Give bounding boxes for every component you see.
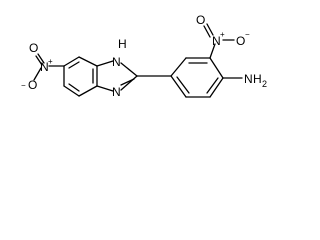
bond-nitro-right-to-ring [209,43,216,59]
bond-nitro-right-o-top-double [206,23,214,36]
charge-minus-left: − [21,81,26,90]
bond-bz-2 [78,56,98,67]
bond-bz-5 [63,85,80,97]
bond-im-3-inner [120,78,135,86]
atom-o-left-minus: O [28,78,37,92]
bond-rb-4-inner [206,77,219,94]
atom-n-imidazole-nh: N [112,55,121,69]
bond-nitro-left-o-top [37,53,45,64]
atom-n-amine: N [244,72,253,86]
charge-plus-left: + [48,57,53,66]
bond-bz-5-inner [68,83,80,92]
bond-nitro-left-o-minus [33,67,42,81]
chemical-structure-diagram: O N + O − H N N O N + O − N H 2 [21,13,267,99]
amine-subscript-2: 2 [262,79,267,89]
bonds [33,23,243,98]
charge-minus-right: − [245,30,250,39]
atom-o-right-top: O [196,13,205,27]
bond-bz-1 [63,56,80,67]
atom-n-imidazole: N [112,85,121,99]
atom-h-amine: H [253,72,262,86]
atom-o-right-minus: O [236,34,245,48]
bond-rb-3 [209,57,224,79]
bond-nitro-left-o-top-double [35,55,43,66]
atom-n-left-nitro: N [40,60,49,74]
atom-labels: O N + O − H N N O N + O − N H 2 [21,13,267,99]
bond-im-4 [96,85,114,92]
bond-nitro-right-o-top [203,25,211,38]
atom-n-right-nitro: N [212,34,221,48]
bond-bz-4 [78,85,98,97]
atom-h-imidazole: H [118,37,127,51]
charge-plus-right: + [220,30,225,39]
bond-rb-4 [209,77,224,98]
atom-o-left-top: O [29,41,38,55]
structure-canvas: O N + O − H N N O N + O − N H 2 [0,0,287,131]
bond-rb-1 [170,57,187,77]
bond-im-3 [120,75,138,91]
bond-im-2 [120,62,138,77]
bond-im-1 [96,60,114,67]
bond-bz-1-inner [68,61,80,69]
bond-rb-6 [170,75,187,98]
bond-rb-6-inner [176,76,190,94]
